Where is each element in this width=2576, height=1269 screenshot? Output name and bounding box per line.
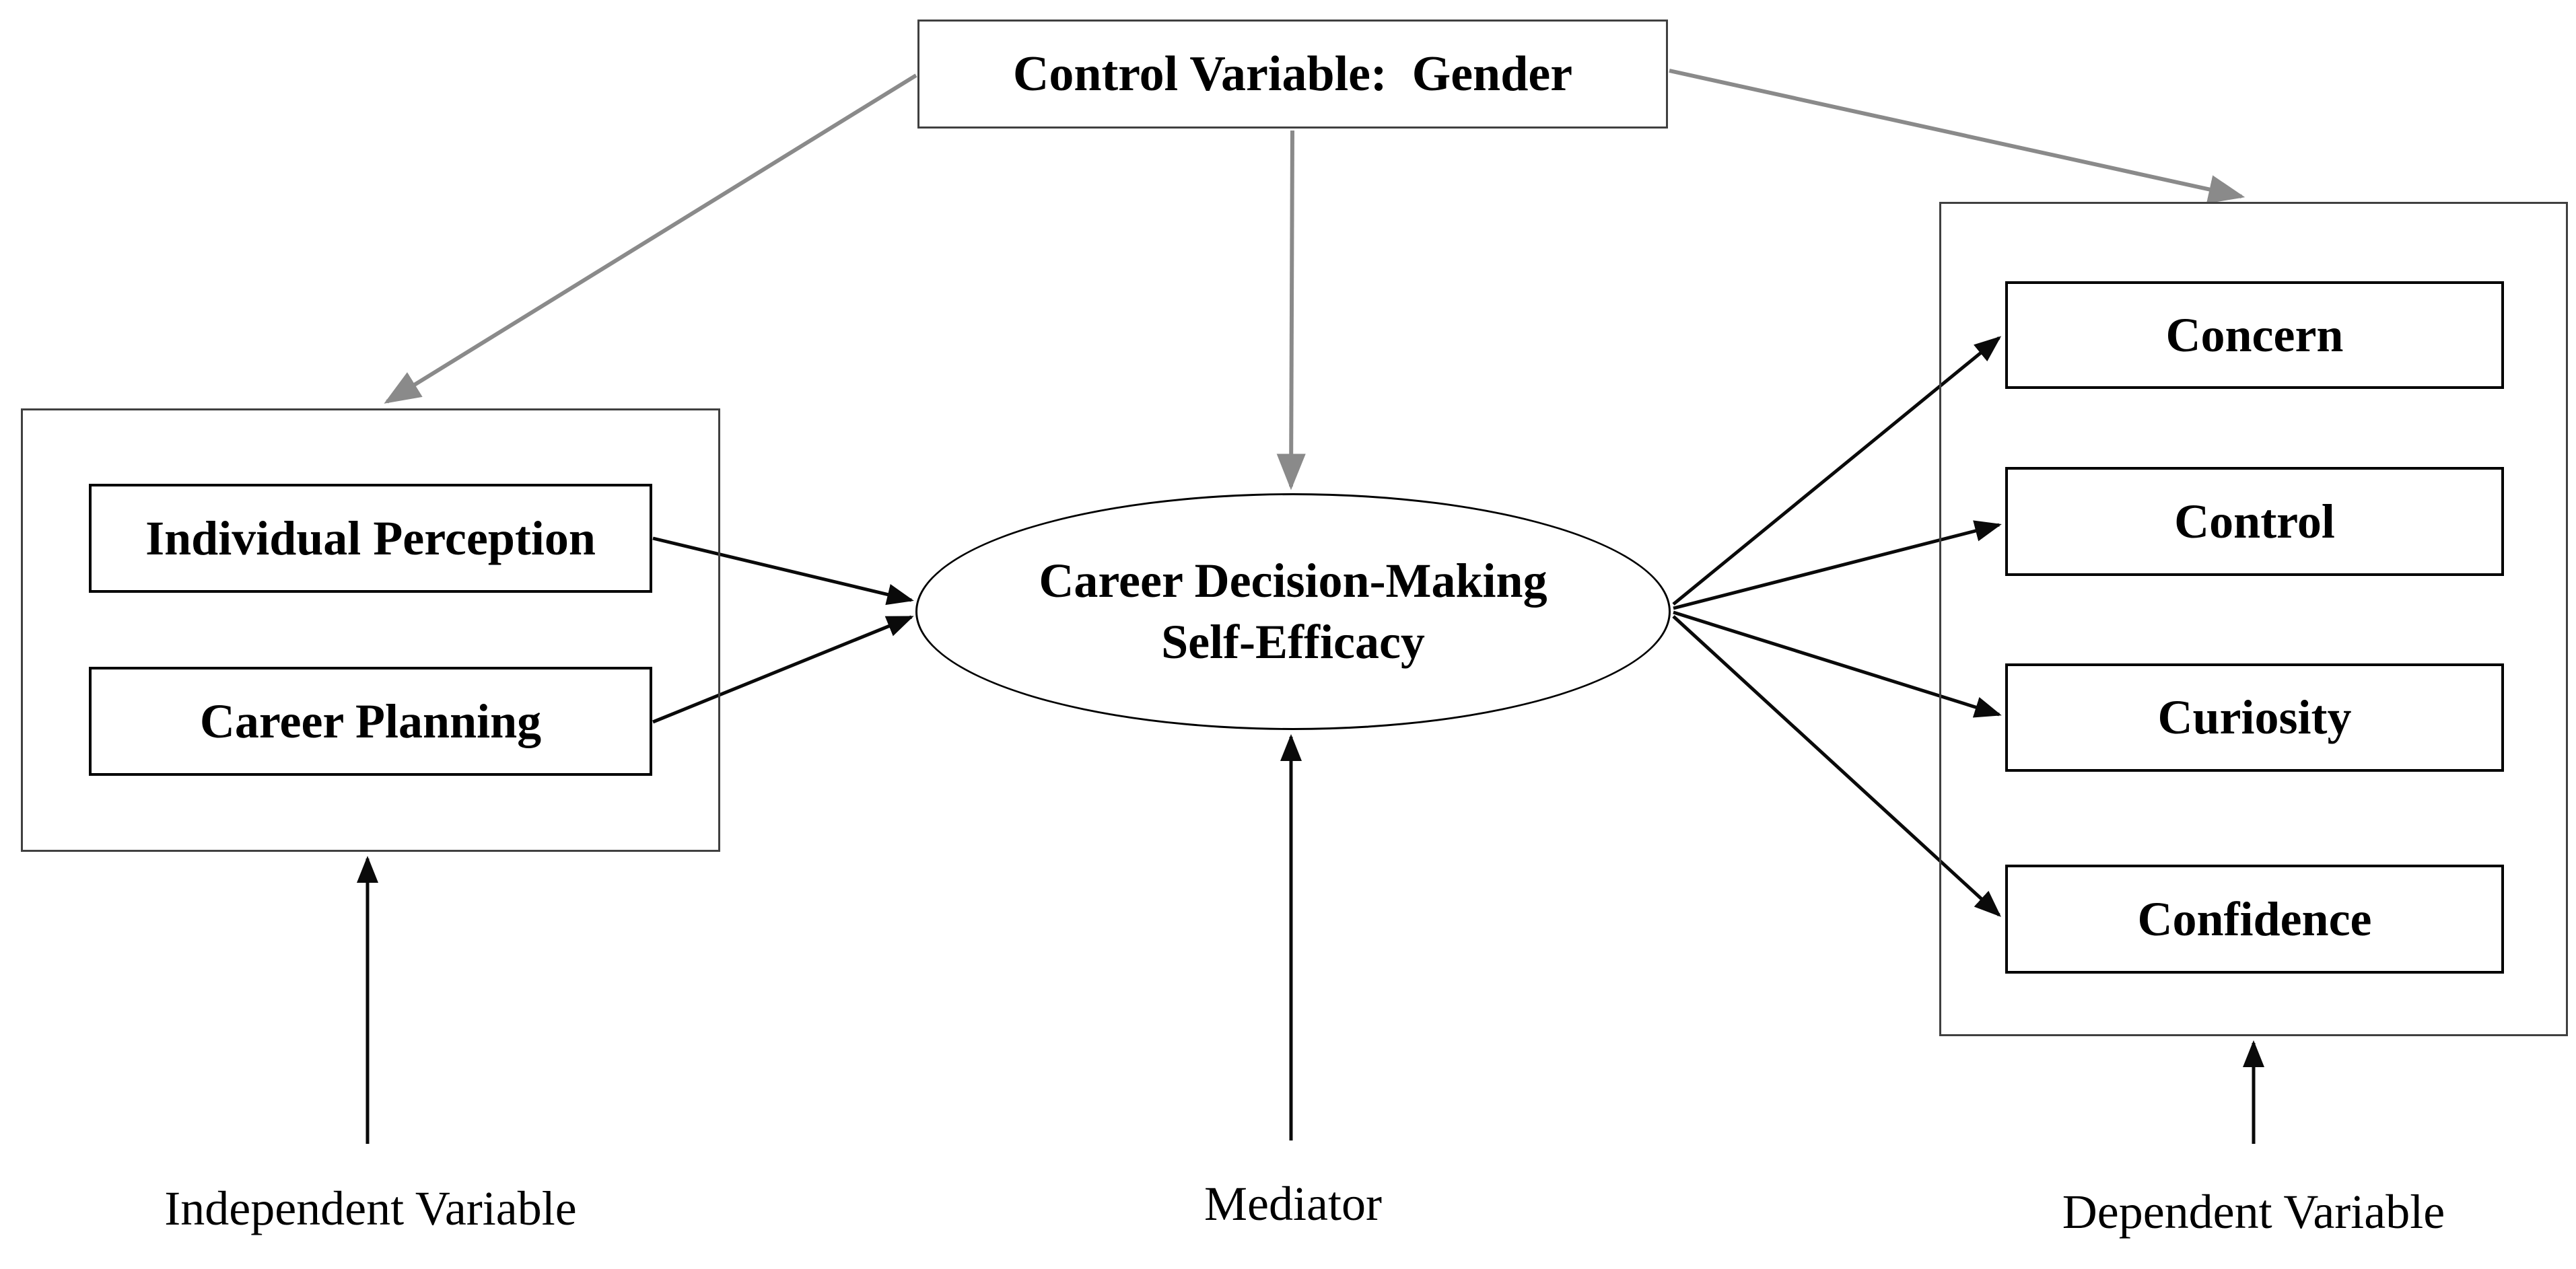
independent-variable-caption: Independent Variable [164,1182,577,1235]
arrow-control-to-dependent-group [1669,69,2246,204]
arrow-mediator-to-confidence [1672,615,2001,917]
dependent-group-box [1939,202,2568,1036]
career-planning-box: Career Planning [89,667,652,776]
arrow-mediator-to-curiosity [1673,610,2002,718]
confidence-label: Confidence [2137,892,2372,946]
career-planning-label: Career Planning [199,694,542,748]
control-variable-label: Control Variable: Gender [1012,46,1573,102]
arrow-individual-perception-to-mediator [652,536,914,606]
concern-box: Concern [2005,281,2504,389]
curiosity-label: Curiosity [2157,690,2352,744]
arrow-mediator-to-concern [1672,336,2002,606]
control-box: Control [2005,467,2504,576]
control-variable-box: Control Variable: Gender [917,20,1668,129]
mediator-caption: Mediator [1204,1177,1382,1231]
mediator-label-line1: Career Decision-Making [1039,554,1547,608]
individual-perception-box: Individual Perception [89,484,652,593]
arrow-control-to-mediator [1276,130,1306,491]
confidence-box: Confidence [2005,865,2504,974]
individual-perception-label: Individual Perception [145,511,596,565]
arrow-career-planning-to-mediator [652,615,914,724]
control-label: Control [2174,494,2335,548]
concern-label: Concern [2165,307,2344,362]
independent-group-box [21,408,720,852]
mediator-ellipse: Career Decision-Making Self-Efficacy [915,493,1671,730]
mediator-label-line2: Self-Efficacy [1161,615,1425,669]
dependent-variable-caption: Dependent Variable [2062,1185,2445,1239]
arrow-control-to-independent-group [384,73,917,404]
curiosity-box: Curiosity [2005,663,2504,772]
arrow-mediator-to-control [1673,520,2002,610]
